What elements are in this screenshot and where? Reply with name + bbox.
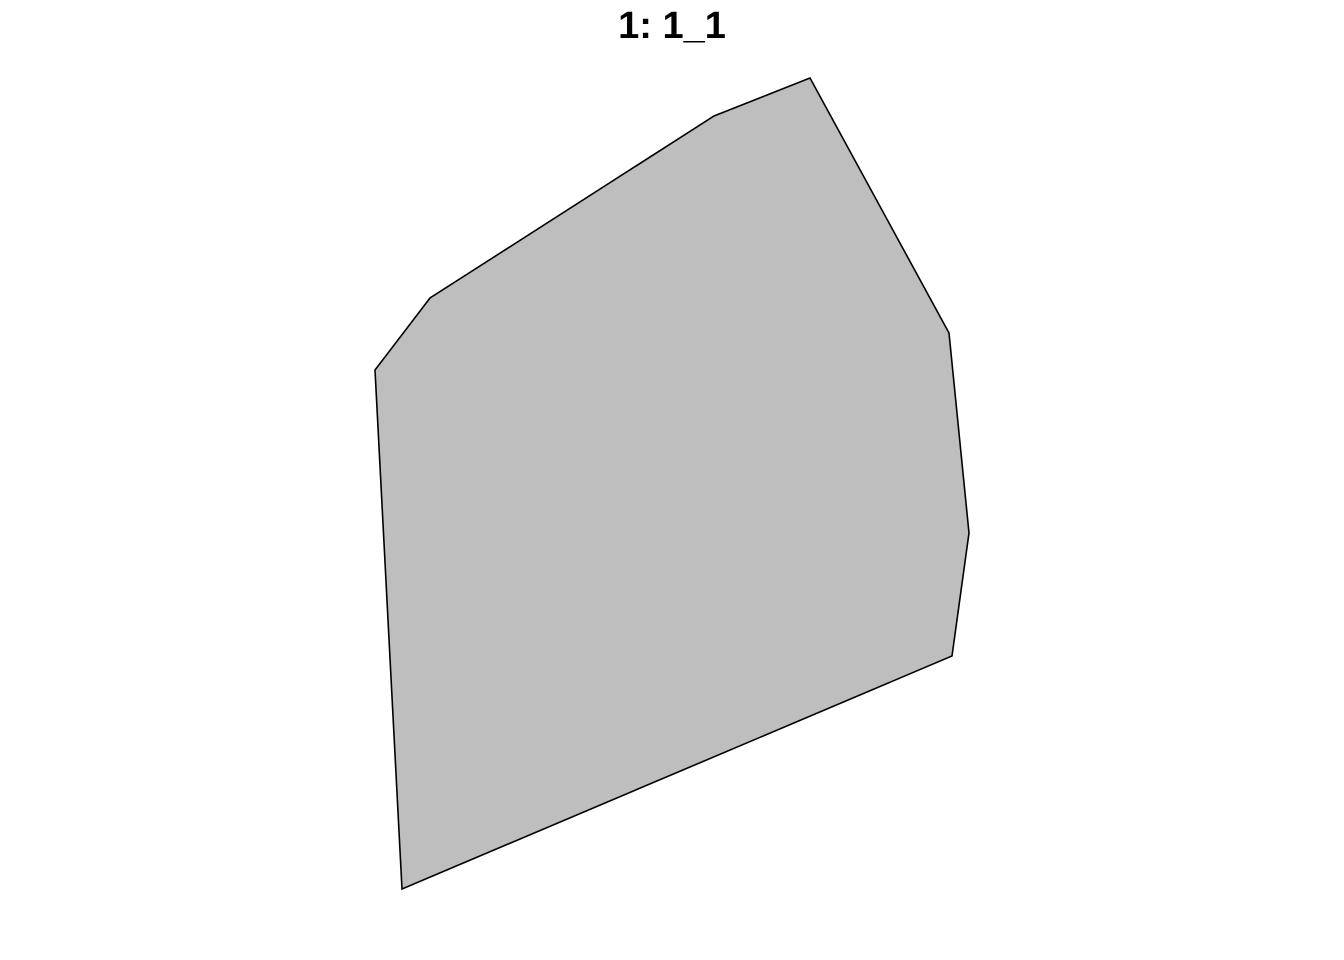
plot-title: 1: 1_1 [618, 5, 726, 47]
map-polygon [374, 76, 970, 891]
